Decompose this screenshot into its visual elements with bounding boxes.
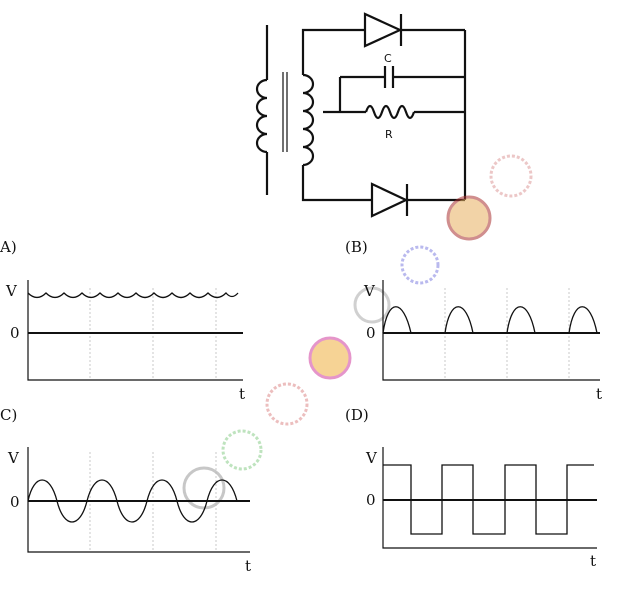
option-c-zero-label: 0 xyxy=(10,493,20,511)
option-c-graph: C) V 0 t xyxy=(0,406,251,575)
watermark-logo-7 xyxy=(221,429,263,471)
watermark-logo-4 xyxy=(353,286,391,324)
option-b-zero-label: 0 xyxy=(366,324,376,342)
option-a-waveform xyxy=(27,292,239,299)
watermark-logo-6 xyxy=(265,382,309,426)
option-c-waveform xyxy=(27,479,248,523)
option-d-label: (D) xyxy=(345,406,369,424)
option-a-zero-label: 0 xyxy=(10,324,20,342)
watermark-logo-8 xyxy=(182,466,226,510)
option-b-t-label: t xyxy=(596,385,602,403)
option-a-label: A) xyxy=(0,238,17,256)
option-c-t-label: t xyxy=(245,557,251,575)
option-a-t-label: t xyxy=(239,385,245,403)
option-c-axes xyxy=(27,447,250,553)
option-d-v-label: V xyxy=(365,449,378,467)
watermark-logo-2 xyxy=(446,195,492,241)
transformer-primary-coil xyxy=(255,25,269,195)
option-a-graph: A) V 0 t xyxy=(0,238,245,403)
capacitor xyxy=(383,66,395,88)
option-a-axes xyxy=(27,280,243,381)
option-c-label: C) xyxy=(0,406,17,424)
transformer-secondary-coil xyxy=(302,73,315,167)
capacitor-label: C xyxy=(384,52,392,65)
option-c-v-label: V xyxy=(7,449,20,467)
resistor-label: R xyxy=(385,128,393,141)
option-b-waveform xyxy=(382,306,598,334)
diode-bottom xyxy=(370,182,409,218)
rectifier-circuit: C R xyxy=(255,12,467,218)
option-b-v-label: V xyxy=(363,282,376,300)
transformer-core xyxy=(282,72,288,152)
watermark-logo-5 xyxy=(308,336,352,380)
option-b-axes xyxy=(382,280,600,381)
watermark-logo-3 xyxy=(400,245,440,285)
option-d-waveform xyxy=(383,464,594,535)
option-d-axes xyxy=(382,447,597,549)
option-a-v-label: V xyxy=(5,282,18,300)
option-d-t-label: t xyxy=(590,552,596,570)
watermark-logo-1 xyxy=(489,154,533,198)
option-b-label: (B) xyxy=(345,238,368,256)
diode-top xyxy=(363,12,403,48)
option-d-zero-label: 0 xyxy=(366,491,376,509)
option-d-graph: (D) V 0 t xyxy=(345,406,597,570)
option-b-graph: (B) V 0 t xyxy=(345,238,602,403)
resistor xyxy=(364,104,416,120)
